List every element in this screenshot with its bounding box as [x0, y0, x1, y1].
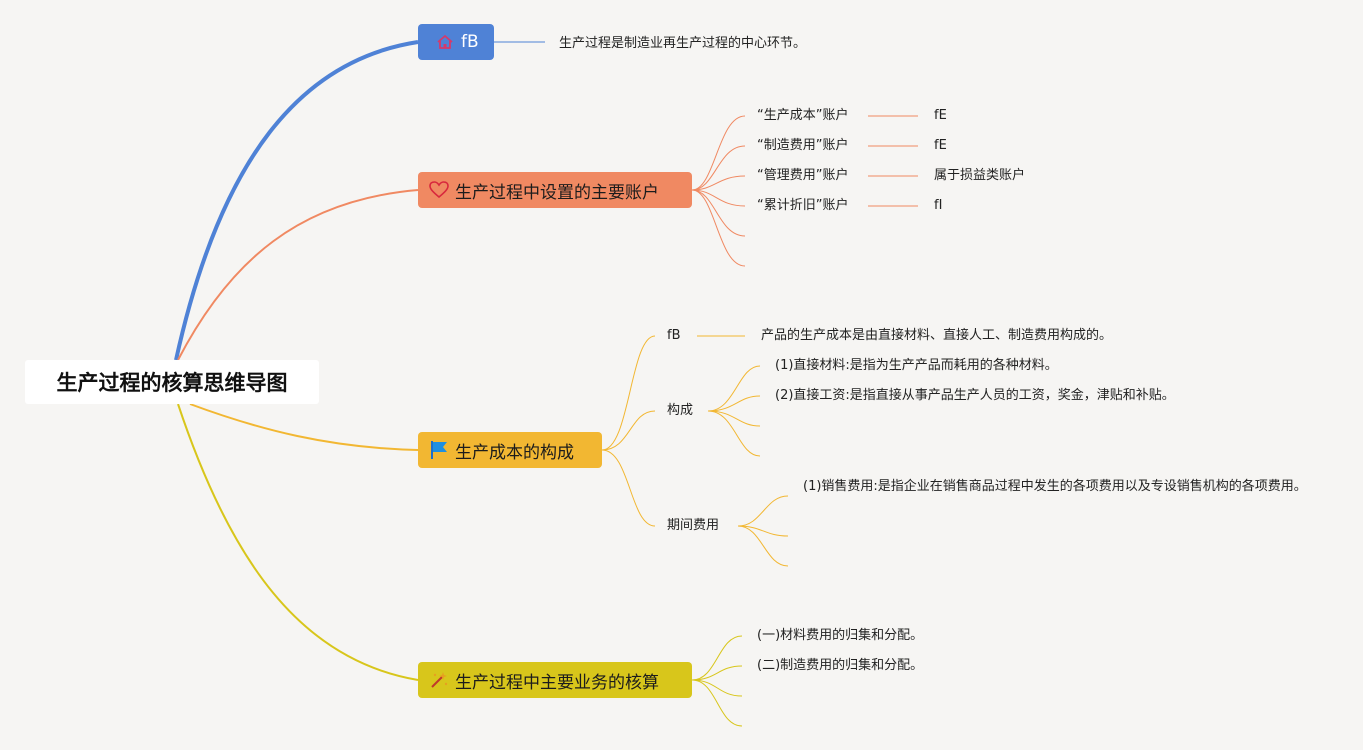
account-detail: fI [934, 198, 943, 213]
home-icon [434, 31, 456, 53]
branch-business-accounting[interactable]: 生产过程中主要业务的核算 [418, 662, 692, 698]
branch-label: fB [461, 32, 479, 52]
cost-detail: (1)直接材料:是指为生产产品而耗用的各种材料。 [775, 358, 1058, 373]
cost-item[interactable]: 期间费用 [667, 518, 720, 533]
root-title: 生产过程的核算思维导图 [56, 371, 288, 395]
branch-label: 生产过程中主要业务的核算 [455, 672, 659, 693]
overview-note: 生产过程是制造业再生产过程的中心环节。 [559, 36, 807, 51]
branch-label: 生产过程中设置的主要账户 [455, 182, 659, 203]
cost-detail: 产品的生产成本是由直接材料、直接人工、制造费用构成的。 [761, 328, 1113, 343]
root-topic[interactable]: 生产过程的核算思维导图 [25, 360, 319, 404]
magic-wand-icon [428, 669, 450, 691]
business-item[interactable]: (二)制造费用的归集和分配。 [757, 658, 924, 673]
cost-item[interactable]: 构成 [667, 403, 694, 418]
branch-main-accounts[interactable]: 生产过程中设置的主要账户 [418, 172, 692, 208]
account-item[interactable]: “制造费用”账户 [757, 138, 849, 153]
business-item[interactable]: (一)材料费用的归集和分配。 [757, 628, 924, 643]
heart-icon [428, 179, 450, 201]
account-detail: 属于损益类账户 [934, 168, 1026, 183]
cost-detail: (2)直接工资:是指直接从事产品生产人员的工资，奖金，津贴和补贴。 [775, 388, 1175, 403]
branch-cost-composition[interactable]: 生产成本的构成 [418, 432, 602, 468]
account-detail: fE [934, 108, 947, 123]
branch-label: 生产成本的构成 [455, 442, 574, 463]
cost-detail: (1)销售费用:是指企业在销售商品过程中发生的各项费用以及专设销售机构的各项费用… [803, 479, 1307, 494]
account-detail: fE [934, 138, 947, 153]
branch-overview[interactable]: fB [418, 24, 494, 60]
cost-item[interactable]: fB [667, 328, 681, 343]
account-item[interactable]: “管理费用”账户 [757, 168, 849, 183]
flag-icon [428, 439, 450, 461]
account-item[interactable]: “生产成本”账户 [757, 108, 849, 123]
account-item[interactable]: “累计折旧”账户 [757, 198, 849, 213]
